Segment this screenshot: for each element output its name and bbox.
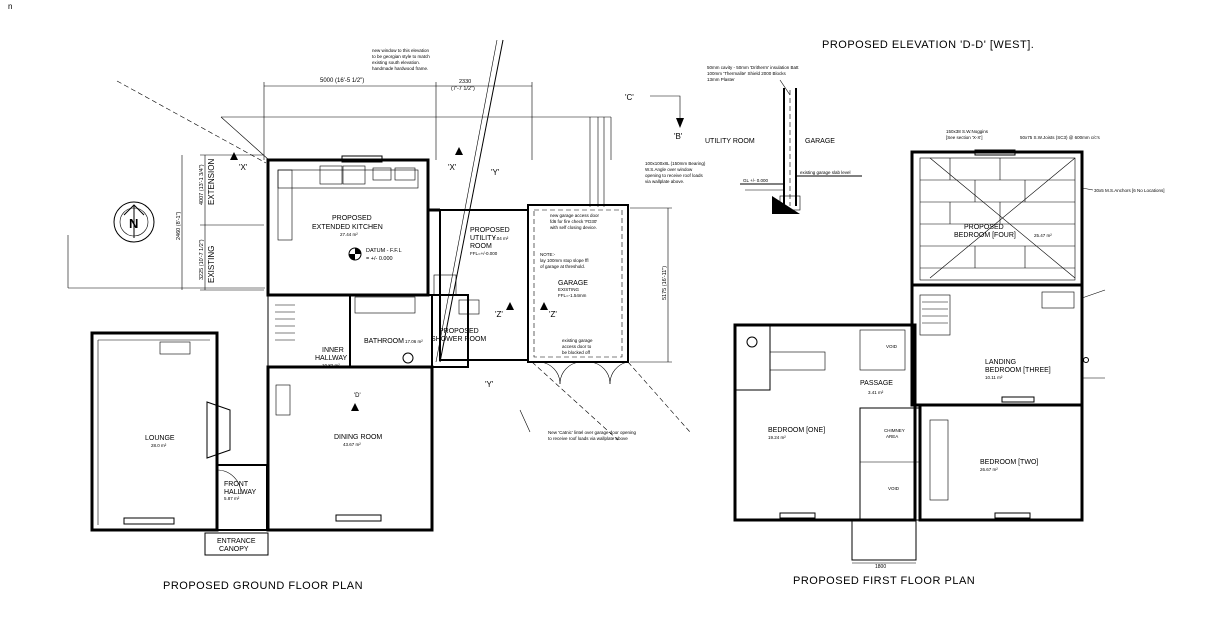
shower-label-1: PROPOSED	[439, 328, 479, 335]
kitchen-area: 27.44 m²	[340, 232, 358, 237]
note-head: NOTE:-	[540, 252, 556, 257]
passage-area: 3.41 m²	[868, 390, 884, 395]
inner-hall-1: INNER	[322, 347, 344, 354]
dim-right: 5175 (16'-11")	[662, 266, 668, 300]
bed-two-label: BEDROOM [TWO]	[980, 459, 1038, 466]
section-z2: 'Z'	[549, 310, 557, 319]
passage-label: PASSAGE	[860, 380, 893, 387]
dim-top-2: 2330	[459, 79, 471, 85]
bathroom-area: 17.06 m²	[405, 339, 423, 344]
dim-top-1: 5000 (16'-5 1/2")	[320, 78, 364, 84]
section-b: 'B'	[674, 132, 683, 141]
inner-hall-2: HALLWAY	[315, 355, 347, 362]
north-label: N	[129, 216, 138, 231]
dim-left-1: 4007 (13'-1 3/4")	[199, 164, 205, 205]
garage-label: GARAGE	[558, 280, 588, 287]
utility-label-2: UTILITY	[470, 235, 496, 242]
dining-area: 43.67 m²	[343, 442, 361, 447]
elevation-ground: GL +/- 0.000	[743, 178, 768, 183]
section-x1: 'X'	[239, 163, 248, 172]
utility-label-1: PROPOSED	[470, 227, 510, 234]
bathroom-label: BATHROOM	[364, 338, 404, 345]
utility-label-3: ROOM	[470, 243, 492, 250]
chimney-label: CHIMNEY AREA	[884, 428, 906, 439]
bed-four-area: 25.47 m²	[1034, 233, 1052, 238]
section-d: 'D'	[354, 393, 361, 399]
bed-one-label: BEDROOM [ONE]	[768, 427, 825, 434]
elevation-garage: GARAGE	[805, 138, 835, 145]
north-arrow-icon: N	[113, 201, 155, 243]
garage-ffl: FFL=-1.54mm	[558, 293, 587, 298]
bed-one-area: 19.24 m²	[768, 435, 786, 440]
elevation-insulation-note: 50mm cavity - 50mm 'Dritherm' insulation…	[707, 65, 800, 82]
ground-floor-plan: 5000 (16'-5 1/2") 2330 (7'-7 1/2") 4007 …	[67, 39, 707, 592]
section-y1: 'Y'	[491, 168, 500, 177]
lounge-area: 28.0 m²	[151, 443, 167, 448]
entrance-label-1: ENTRANCE	[217, 538, 256, 545]
existing-label: EXISTING	[207, 246, 216, 283]
note-lintel-2: New 'Catnic' lintel over garage door ope…	[548, 430, 637, 441]
bed-three-area: 10.11 m²	[985, 375, 1003, 380]
front-hall-1: FRONT	[224, 481, 249, 488]
extension-label: EXTENSION	[207, 159, 216, 205]
bed-two-area: 26.67 m²	[980, 467, 998, 472]
note-rafter: 50x75 S.W.Joists (SC3) @ 600mm c/c's	[1020, 135, 1100, 140]
datum-label: DATUM - F.F.L	[366, 248, 402, 254]
bed-three-label: BEDROOM [THREE]	[985, 367, 1051, 374]
first-floor-title: PROPOSED FIRST FLOOR PLAN	[793, 575, 975, 587]
elevation-utility: UTILITY ROOM	[705, 138, 755, 145]
corner-mark: n	[8, 2, 12, 11]
elevation-title: PROPOSED ELEVATION 'D-D' [WEST].	[822, 39, 1034, 51]
section-z1: 'Z'	[495, 310, 503, 319]
note-body: lay 100mm stop slope ffl of garage at th…	[540, 258, 590, 269]
kitchen-label-1: PROPOSED	[332, 215, 372, 222]
dim-top-2b: (7'-7 1/2")	[451, 86, 475, 92]
shower-label-2: SHOWER ROOM	[431, 336, 486, 343]
front-hall-area: 5.87 m²	[224, 496, 240, 501]
note-existing-access: existing garage access door to be blocke…	[562, 338, 594, 355]
dining-label: DINING ROOM	[334, 434, 382, 441]
void-1: VOID	[886, 344, 898, 349]
ground-floor-title: PROPOSED GROUND FLOOR PLAN	[163, 580, 363, 592]
note-anchors: 30x5 M.S.Anchors [6 No Locations]	[1094, 188, 1165, 193]
garage-sub: EXISTING	[558, 287, 580, 292]
datum-value: = +/- 0.000	[366, 256, 393, 262]
lounge-label: LOUNGE	[145, 435, 175, 442]
first-floor-plan: PROPOSED BEDROOM [FOUR] 25.47 m² LANDING…	[733, 129, 1165, 587]
elevation-d: PROPOSED ELEVATION 'D-D' [WEST]. 50mm ca…	[705, 39, 1034, 214]
kitchen-label-2: EXTENDED KITCHEN	[312, 224, 383, 231]
dim-left-2: 3225 (10'-7 1/2")	[199, 239, 205, 280]
note-window: new window to this elevation to be georg…	[372, 48, 431, 71]
elevation-existing-garage: existing garage slab level	[800, 170, 851, 175]
entrance-label-2: CANOPY	[219, 546, 249, 553]
dim-left-3: 2460 (8'-1")	[176, 211, 182, 240]
note-garage-door: new garage access door fd6 for fire chec…	[550, 213, 600, 230]
void-2: VOID	[888, 486, 900, 491]
landing-label: LANDING	[985, 359, 1016, 366]
utility-ffl: FFL=+/-0.000	[470, 251, 498, 256]
section-x2: 'X'	[448, 163, 457, 172]
note-lintel: 100x100x8L (150mm Bearing) W.S.Angle ove…	[645, 161, 707, 184]
section-y2: 'Y'	[485, 380, 494, 389]
section-c: 'C'	[625, 93, 634, 102]
ff-dimension: 1800	[875, 564, 886, 570]
bed-four-1: PROPOSED	[964, 224, 1004, 231]
front-hall-2: HALLWAY	[224, 489, 256, 496]
bed-four-2: BEDROOM [FOUR]	[954, 232, 1016, 239]
note-purlin: 150x38 S.W.Noggins [See section 'X-X']	[946, 129, 989, 140]
utility-area: 7.04 m²	[493, 236, 509, 241]
